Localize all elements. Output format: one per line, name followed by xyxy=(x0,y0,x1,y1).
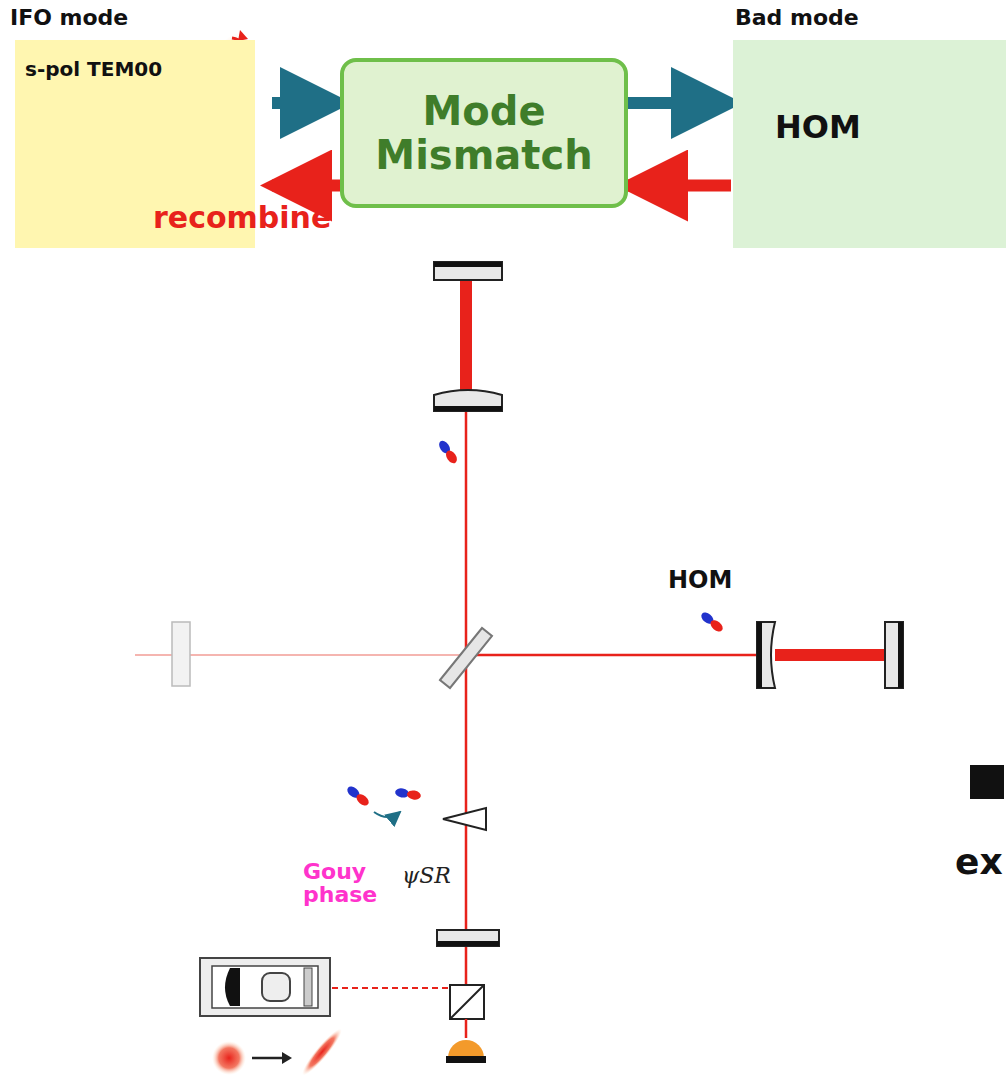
end-mirror xyxy=(885,622,903,688)
power-recycling-mirror xyxy=(172,622,190,686)
flow-arrow xyxy=(272,97,340,109)
symbol-label: ψSR xyxy=(402,864,451,887)
node-text: HOM xyxy=(775,110,1006,145)
input-mirror xyxy=(757,622,775,688)
flow-arrow xyxy=(628,97,731,109)
part-label: HOM xyxy=(668,568,732,593)
input-mirror xyxy=(434,390,502,411)
pbs-cube xyxy=(450,985,484,1019)
node-text: Mode Mismatch xyxy=(352,89,616,177)
cropped-text: ex xyxy=(955,843,1003,881)
vacuum-state xyxy=(212,1041,246,1075)
node-text: s-pol TEM00 xyxy=(25,58,165,80)
squeezed-state xyxy=(298,1025,346,1079)
callout-text: recombine xyxy=(153,202,331,234)
flow-arrow xyxy=(272,180,340,192)
wedge xyxy=(443,808,486,830)
squeezer xyxy=(200,958,330,1016)
annotation: Gouy phase xyxy=(303,860,403,906)
flow-arrow xyxy=(628,180,731,192)
bullet-square xyxy=(970,765,1004,799)
photodetector xyxy=(448,1040,484,1058)
panel-heading: Bad mode xyxy=(735,6,859,30)
beamsplitter xyxy=(440,628,492,688)
signal-recycling-mirror xyxy=(437,930,499,946)
panel-heading: IFO mode xyxy=(10,6,128,30)
mode-panel: Bad modeHOM xyxy=(733,40,1006,248)
end-mirror xyxy=(434,262,502,280)
process-box: Mode Mismatch xyxy=(340,58,628,208)
